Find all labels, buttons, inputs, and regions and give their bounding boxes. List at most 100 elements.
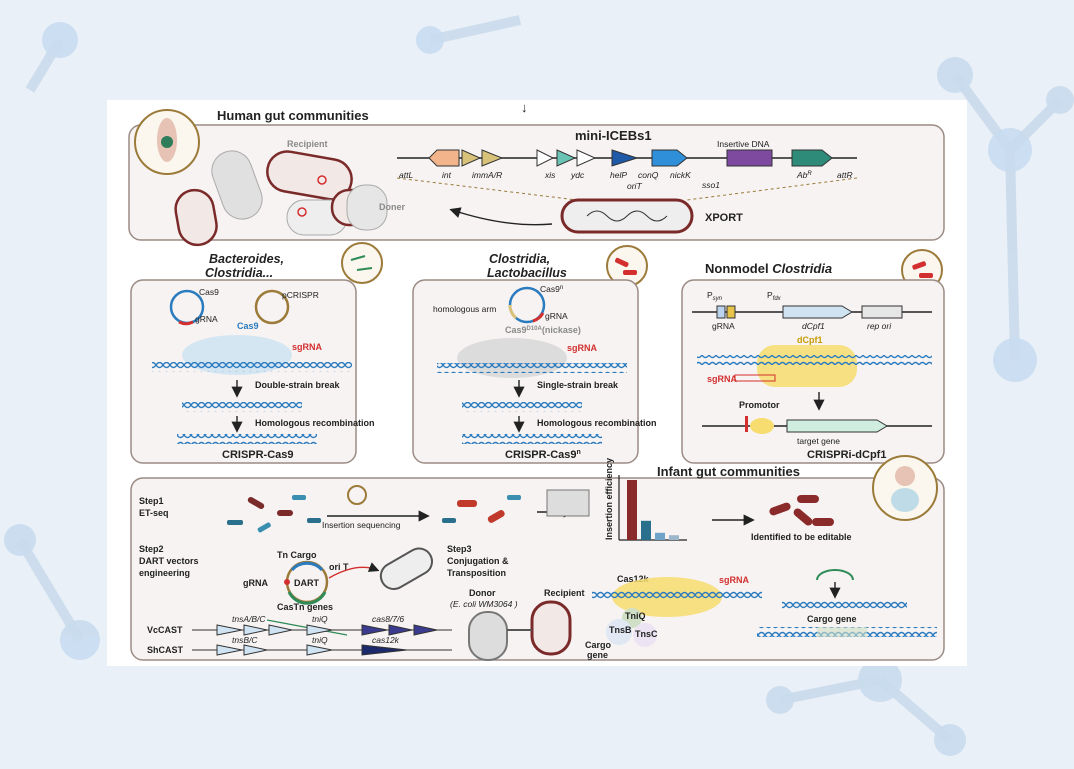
crispri-caption: CRISPRi-dCpf1 bbox=[807, 449, 886, 461]
bacteroides-sgrna: sgRNA bbox=[292, 342, 323, 352]
gene-int: int bbox=[442, 170, 452, 180]
pcrispr-label: pCRISPR bbox=[282, 290, 319, 300]
step2-name-2: engineering bbox=[139, 568, 190, 578]
clostridia-title-1: Clostridia, bbox=[489, 252, 550, 266]
efficiency-bar-4 bbox=[669, 535, 679, 540]
ice-genes bbox=[428, 149, 833, 167]
cas9-label: Cas9 bbox=[237, 321, 259, 331]
tnsb-label: TnsB bbox=[609, 625, 632, 635]
dcpf1-gene-label: dCpf1 bbox=[802, 321, 825, 331]
bacteroides-title-1: Bacteroides, bbox=[209, 252, 284, 266]
nonmodel-grna: gRNA bbox=[712, 321, 735, 331]
infant-gut-title: Infant gut communities bbox=[657, 464, 800, 479]
step1-name: ET-seq bbox=[139, 508, 169, 518]
gene-attL: attL bbox=[399, 170, 413, 180]
gene-ydc: ydc bbox=[570, 170, 585, 180]
homologous-rec-label: Homologous recombination bbox=[255, 418, 375, 428]
tnsb-protein bbox=[606, 619, 632, 645]
clostridia-dna-2 bbox=[462, 402, 582, 412]
dcpf1-protein-label: dCpf1 bbox=[797, 335, 823, 345]
efficiency-bar-3 bbox=[655, 532, 665, 540]
recipient-label: Recipient bbox=[287, 139, 328, 149]
dna-helix-1 bbox=[152, 362, 352, 372]
donor-strain-label: (E. coli WM3064 ) bbox=[450, 599, 518, 609]
clostridia-grna: gRNA bbox=[545, 311, 568, 321]
shcast-label: ShCAST bbox=[147, 645, 184, 655]
nonmodel-sgrna: sgRNA bbox=[707, 374, 738, 384]
gene-oriT: oriT bbox=[627, 181, 642, 191]
target-gene-label: target gene bbox=[797, 436, 840, 446]
infant-gut-panel bbox=[130, 477, 945, 661]
dart-label: DART bbox=[294, 578, 319, 588]
plasmid-pcrispr bbox=[254, 289, 290, 325]
clostridia-dna-3 bbox=[462, 434, 602, 444]
plasmid-cas9-label: Cas9 bbox=[199, 287, 219, 297]
step2-name-1: DART vectors bbox=[139, 556, 199, 566]
sequencing-plasmid bbox=[347, 485, 367, 505]
insertion-seq-label: Insertion sequencing bbox=[322, 520, 401, 530]
step1-label: Step1 bbox=[139, 496, 164, 506]
gene-helP: helP bbox=[610, 170, 627, 180]
sh-gene-3: cas12k bbox=[372, 635, 400, 645]
clostridia-title-2: Lactobacillus bbox=[487, 266, 567, 280]
gene-sso1: sso1 bbox=[702, 180, 720, 190]
clostridia-homologous-label: Homologous recombination bbox=[537, 418, 657, 428]
homologous-arm-label: homologous arm bbox=[433, 304, 496, 314]
promotor-label: Promotor bbox=[739, 400, 780, 410]
step1b-microbes bbox=[442, 495, 521, 523]
crispr-cas9n-caption: CRISPR-Cas9n bbox=[505, 449, 581, 461]
cargo-gene-dna-label: Cargo gene bbox=[807, 614, 857, 624]
efficiency-bar-2 bbox=[641, 520, 651, 540]
double-strain-label: Double-strain break bbox=[255, 380, 341, 390]
gene-conQ: conQ bbox=[638, 170, 659, 180]
recipient-cell bbox=[530, 600, 572, 656]
figure-panel: ↓ Human gut communities Recipient Doner … bbox=[107, 100, 967, 666]
shcast-genes bbox=[216, 644, 408, 656]
sequencer-icon bbox=[546, 489, 590, 517]
identified-label: Identified to be editable bbox=[751, 532, 852, 542]
vccast-genes bbox=[216, 624, 438, 636]
mini-ice-title: mini-ICEBs1 bbox=[575, 128, 652, 143]
gene-nickK: nickK bbox=[670, 170, 691, 180]
cargo-insert-arc bbox=[816, 569, 854, 581]
figure-svg: ↓ Human gut communities Recipient Doner … bbox=[128, 100, 945, 661]
sh-gene-1: tnsB/C bbox=[232, 635, 258, 645]
clostridia-sgrna: sgRNA bbox=[567, 343, 598, 353]
cargo-gene-1: Cargo bbox=[585, 640, 612, 650]
tnsc-label: TnsC bbox=[635, 629, 658, 639]
efficiency-bar-1 bbox=[627, 480, 637, 540]
dart-grna-label: gRNA bbox=[243, 578, 268, 588]
vc-gene-3: cas8/7/6 bbox=[372, 614, 404, 624]
sh-gene-2: tniQ bbox=[312, 635, 328, 645]
gene-immA: immA/R bbox=[472, 170, 502, 180]
gene-attR: attR bbox=[837, 170, 853, 180]
donor-cell-small bbox=[379, 547, 433, 590]
editable-microbes bbox=[769, 495, 834, 526]
step3-label: Step3 bbox=[447, 544, 472, 554]
recipient-label-2: Recipient bbox=[544, 588, 585, 598]
dna-helix-3 bbox=[177, 434, 317, 444]
step3-name-2: Transposition bbox=[447, 568, 506, 578]
cas9-nickase-label: Cas9D10A(nickase) bbox=[505, 325, 581, 335]
step3-name-1: Conjugation & bbox=[447, 556, 509, 566]
psyn-label: Psyn bbox=[707, 290, 723, 302]
cas12k-dna bbox=[592, 590, 762, 600]
cas12k-label: Cas12k bbox=[617, 574, 650, 584]
dna-helix-2 bbox=[182, 402, 302, 412]
vccast-label: VcCAST bbox=[147, 625, 183, 635]
donor-label: Doner bbox=[379, 202, 406, 212]
chart-y-label: Insertion efficiency bbox=[604, 458, 614, 540]
crispr-cas9-caption: CRISPR-Cas9 bbox=[222, 449, 294, 461]
insertive-dna-label: Insertive DNA bbox=[717, 139, 770, 149]
ori-t-label: ori T bbox=[329, 562, 349, 572]
tn-cargo-label: Tn Cargo bbox=[277, 550, 317, 560]
cargo-gene-2: gene bbox=[587, 650, 608, 660]
gene-xis: xis bbox=[544, 170, 556, 180]
clostridia-dna-1 bbox=[437, 363, 627, 373]
bacteria-cluster bbox=[174, 150, 388, 247]
nonmodel-dna bbox=[697, 355, 932, 365]
step2-label: Step2 bbox=[139, 544, 164, 554]
target-dna-1 bbox=[782, 600, 907, 610]
donor-cell bbox=[468, 611, 508, 661]
